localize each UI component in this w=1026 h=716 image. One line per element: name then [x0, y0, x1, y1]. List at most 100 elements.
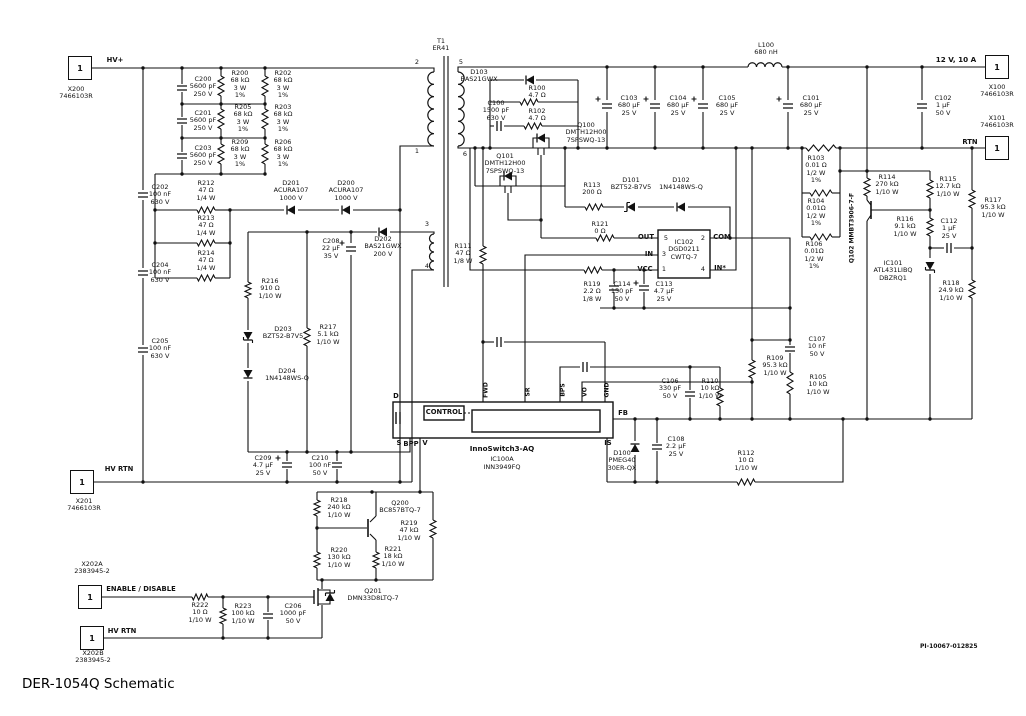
label-pin2: 2: [414, 58, 420, 66]
label-d201: D201 ACURA107 1000 V: [273, 179, 309, 202]
label-c101: C101 680 µF 25 V: [799, 94, 823, 117]
label-is: IS: [604, 439, 612, 447]
label-r112: R112 10 Ω 1/10 W: [734, 449, 758, 472]
label-r216: R216 910 Ω 1/10 W: [258, 277, 282, 300]
label-ctrl: CONTROL: [425, 408, 463, 416]
label-x202b: X202B 2383945-2: [75, 649, 111, 665]
label-c103: C103 680 µF 25 V: [617, 94, 641, 117]
label-r113: R113 200 Ω: [582, 181, 602, 197]
label-r222: R222 10 Ω 1/10 W: [188, 601, 212, 624]
label-r121: R121 0 Ω: [591, 220, 609, 236]
label-r117: R117 95.3 kΩ 1/10 W: [980, 196, 1006, 219]
label-icp3: 3: [661, 250, 667, 258]
label-c201: C201 5600 pF 250 V: [189, 109, 217, 132]
label-pin1: 1: [414, 147, 420, 155]
label-r104: R104 0.01Ω 1/2 W 1%: [806, 197, 826, 227]
label-spin: S: [396, 439, 402, 447]
label-c106: C106 330 pF 50 V: [658, 377, 682, 400]
label-r111: R111 47 Ω 1/8 W: [453, 242, 473, 265]
label-c208: C208 22 µF 35 V: [321, 237, 341, 260]
label-q100: Q100 DMTH12H00 7SPSWQ-13: [565, 121, 607, 144]
label-inn: INN3949FQ: [483, 463, 521, 471]
label-r218: R218 240 kΩ 1/10 W: [327, 496, 351, 519]
label-c112: C112 1 µF 25 V: [940, 217, 958, 240]
label-rtn: RTN: [962, 138, 978, 146]
label-r114: R114 270 kΩ 1/10 W: [875, 173, 899, 196]
label-c209: C209 4.7 µF 25 V: [252, 454, 274, 477]
doc-number: PI-10067-012825: [920, 643, 978, 650]
label-q200: Q200 BC857BTQ-7: [379, 499, 421, 515]
label-r212: R212 47 Ω 1/4 W: [196, 179, 216, 202]
label-r119: R119 2.2 Ω 1/8 W: [582, 280, 602, 303]
label-c204: C204 100 nF 630 V: [148, 261, 172, 284]
label-d202: D202 BAS21GWX 200 V: [364, 235, 402, 258]
label-ic100a: IC100A: [490, 455, 514, 463]
label-out: OUT: [638, 233, 654, 241]
label-d203: D203 BZT52-B7V5: [262, 325, 304, 341]
label-r102: R102 4.7 Ω: [528, 107, 546, 123]
label-r209: R209 68 kΩ 3 W 1%: [230, 138, 250, 168]
label-c202: C202 100 nF 630 V: [148, 183, 172, 206]
label-d100: D100 PMEG40 30ER-QX: [607, 449, 637, 472]
label-x202a: X202A 2383945-2: [74, 560, 110, 576]
label-c102: C102 1 µF 50 V: [934, 94, 952, 117]
label-enable: ENABLE / DISABLE: [106, 585, 176, 593]
label-c205: C205 100 nF 630 V: [148, 337, 172, 360]
label-hvrtn1: HV RTN: [104, 465, 134, 473]
label-x101: X101 7466103R: [980, 114, 1014, 130]
label-r100: R100 4.7 Ω: [528, 84, 546, 100]
label-c105: C105 680 µF 25 V: [715, 94, 739, 117]
label-c104: C104 680 µF 25 V: [666, 94, 690, 117]
label-r115: R115 12.7 kΩ 1/10 W: [935, 175, 961, 198]
label-d103: D103 BAS21GWX: [460, 68, 498, 84]
label-r118: R118 24.9 kΩ 1/10 W: [938, 279, 964, 302]
label-d204: D204 1N4148WS-Q: [265, 367, 309, 383]
label-d101: D101 BZT52-B7V5: [610, 176, 652, 192]
label-c203: C203 5600 pF 250 V: [189, 144, 217, 167]
label-pin3: 3: [424, 220, 430, 228]
label-ic102: IC102 DGD0211 CWTQ-7: [668, 238, 700, 261]
label-d200: D200 ACURA107 1000 V: [328, 179, 364, 202]
label-inno: InnoSwitch3-AQ: [469, 444, 535, 453]
label-x201: X201 7466103R: [67, 497, 101, 513]
label-r221: R221 18 kΩ 1/10 W: [381, 545, 405, 568]
connector-x201: 1: [70, 470, 94, 494]
label-icp5: 5: [663, 234, 669, 242]
label-r106: R106 0.01Ω 1/2 W 1%: [804, 240, 824, 270]
label-r103: R103 0.01 Ω 1/2 W 1%: [805, 154, 827, 184]
label-r202: R202 68 kΩ 3 W 1%: [273, 69, 293, 99]
label-v12: 12 V, 10 A: [935, 55, 977, 64]
label-x100: X100 7466103R: [980, 83, 1014, 99]
label-bpp: BPP: [403, 440, 419, 448]
connector-x100: 1: [985, 55, 1009, 79]
label-r105: R105 10 kΩ 1/10 W: [806, 373, 830, 396]
label-q101: Q101 DMTH12H00 7SPSWQ-13: [484, 152, 526, 175]
label-vo: VO: [581, 387, 589, 397]
label-c113: C113 4.7 µF 25 V: [653, 280, 675, 303]
label-r213: R213 47 Ω 1/4 W: [196, 214, 216, 237]
label-c107: C107 10 nF 50 V: [807, 335, 827, 358]
label-icp2: 2: [700, 234, 706, 242]
label-c200: C200 5600 pF 250 V: [189, 75, 217, 98]
label-r223: R223 100 kΩ 1/10 W: [231, 602, 255, 625]
label-vcc: VCC: [637, 265, 653, 273]
label-vpin: V: [422, 439, 428, 447]
label-q102: Q102 MMBT3906-7-F: [848, 192, 856, 264]
label-r206: R206 68 kΩ 3 W 1%: [273, 138, 293, 168]
label-com: COM: [713, 233, 731, 241]
label-srp: SR: [524, 387, 532, 397]
label-r110: R110 10 kΩ 1/10 W: [698, 377, 722, 400]
label-gnd: GND: [603, 382, 611, 398]
page-title: DER-1054Q Schematic: [22, 676, 175, 692]
label-c100: C100 1500 pF 630 V: [482, 99, 510, 122]
label-c108: C108 2.2 µF 25 V: [665, 435, 687, 458]
label-c114: C114 150 pF 50 V: [610, 280, 634, 303]
label-t1: T1 ER41: [432, 37, 450, 53]
label-l100: L100 680 nH: [754, 41, 778, 57]
label-r220: R220 130 kΩ 1/10 W: [327, 546, 351, 569]
label-c206: C206 1000 pF 50 V: [279, 602, 307, 625]
connector-x200: 1: [68, 56, 92, 80]
label-pin5: 5: [458, 58, 464, 66]
